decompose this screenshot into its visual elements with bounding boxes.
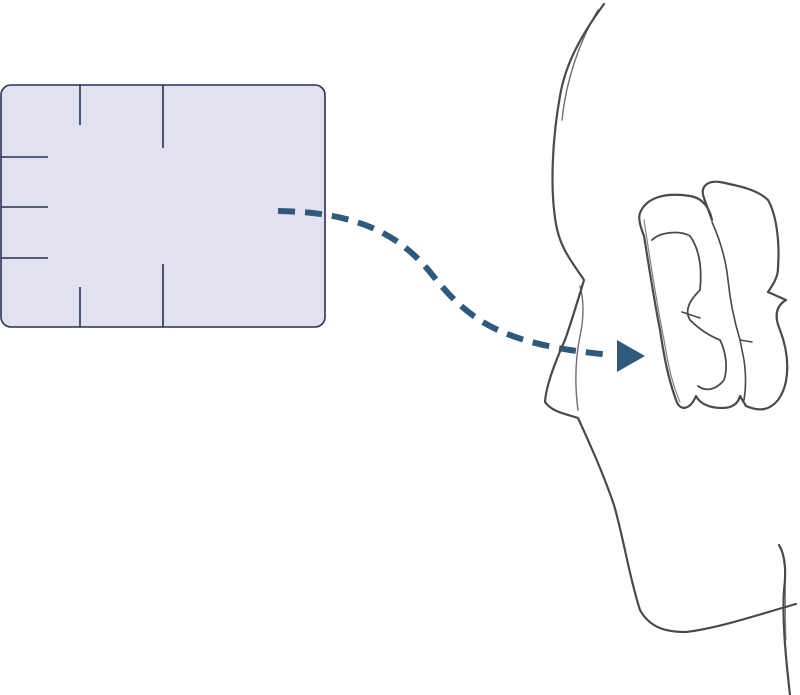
ear-cushion-outline [638,180,789,411]
ear-cushion-slit [711,221,747,401]
arrow-dashed-path [277,208,613,358]
ear-cushion-notch [681,311,753,343]
arrow-head [617,340,645,372]
fitted-ear-cushion-icon [638,180,789,411]
template-card [0,84,326,328]
head-face-sketch-stroke [561,9,599,411]
ear-cushion-sketch-stroke [643,219,681,403]
head-neck-sketch-stroke [780,547,787,641]
dashed-curved-arrow-icon [277,208,645,372]
head-profile-sketch-icon [543,2,798,695]
head-face-outline [543,2,798,634]
template-cut-marks [1,85,164,327]
ear-cushion-inner-fold [651,231,727,391]
